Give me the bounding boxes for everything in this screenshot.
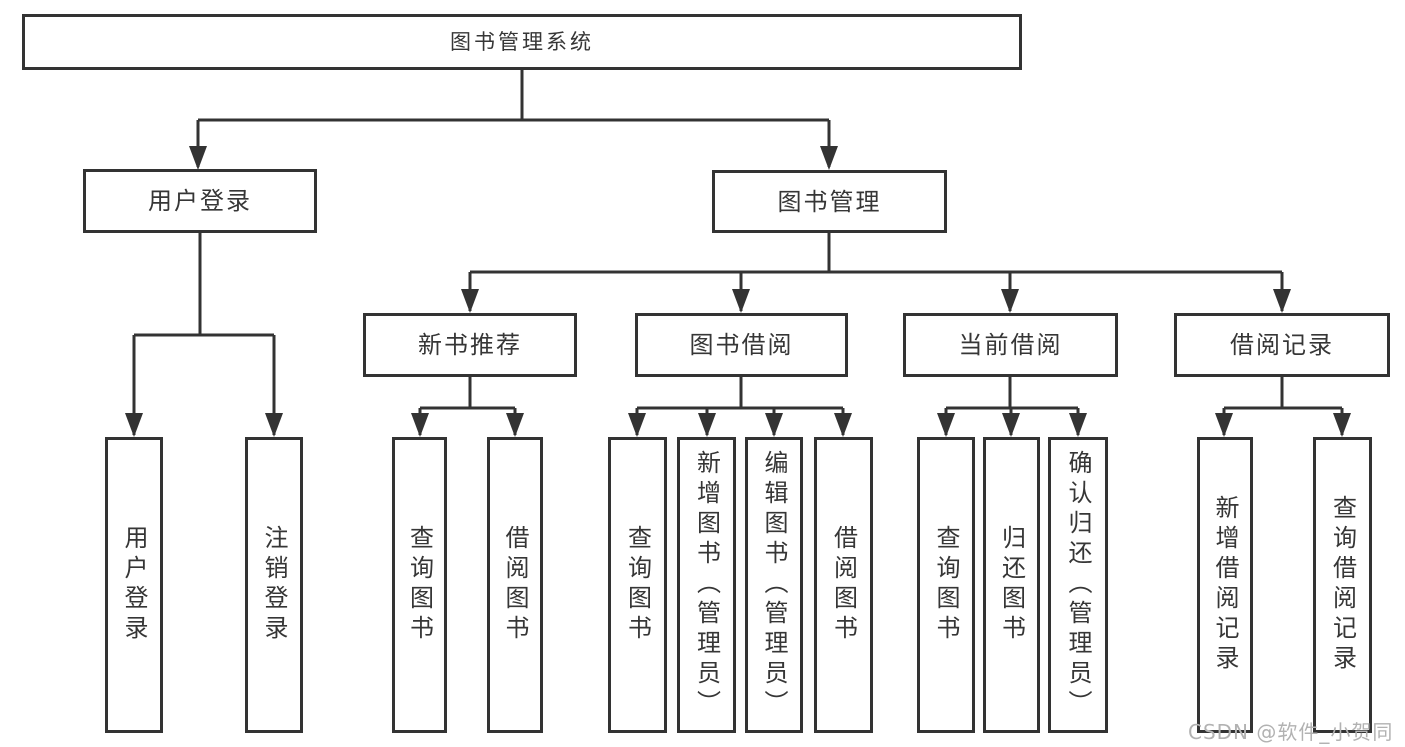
connector-new-books-to-leaves [418, 377, 517, 435]
arrowheads-borrow-records-to-leaves [1215, 413, 1351, 437]
leaf-records-add-borrow-record: 新增借阅记录 [1197, 437, 1253, 733]
node-current-borrowing: 当前借阅 [903, 313, 1118, 377]
arrowheads-root-to-branches [189, 146, 838, 170]
leaf-borrow-add-books-admin: 新增图书（管理员） [677, 437, 736, 733]
leaf-newbooks-borrow-books: 借阅图书 [487, 437, 543, 733]
leaf-newbooks-query-books: 查询图书 [392, 437, 447, 733]
leaf-current-query-books: 查询图书 [917, 437, 975, 733]
leaf-logout: 注销登录 [245, 437, 303, 733]
leaf-current-return-books: 归还图书 [983, 437, 1040, 733]
node-new-book-recommendation: 新书推荐 [363, 313, 577, 377]
node-user-login-branch: 用户登录 [83, 169, 317, 233]
leaf-borrow-borrow-books: 借阅图书 [814, 437, 873, 733]
leaf-borrow-edit-books-admin: 编辑图书（管理员） [745, 437, 803, 733]
connector-root-to-branches [196, 69, 831, 167]
connector-user-login-to-leaves [132, 233, 276, 435]
arrowheads-user-login-to-leaves [125, 413, 283, 437]
connector-book-borrow-to-leaves [635, 377, 845, 435]
connector-current-borrow-to-leaves [944, 377, 1080, 435]
leaf-borrow-query-books: 查询图书 [608, 437, 667, 733]
leaf-current-confirm-return-admin: 确认归还（管理员） [1048, 437, 1108, 733]
node-book-borrowing: 图书借阅 [635, 313, 848, 377]
leaf-user-login: 用户登录 [105, 437, 163, 733]
arrowheads-book-borrow-to-leaves [628, 413, 852, 437]
connector-borrow-records-to-leaves [1222, 377, 1344, 435]
leaf-records-query-borrow-record: 查询借阅记录 [1313, 437, 1372, 733]
csdn-watermark: CSDN @软件_小贺同学 [1188, 720, 1394, 744]
arrowheads-book-mgmt-to-submodules [461, 289, 1291, 313]
arrowheads-current-borrow-to-leaves [937, 413, 1087, 437]
node-borrowing-records: 借阅记录 [1174, 313, 1390, 377]
connector-book-mgmt-to-submodules [468, 233, 1284, 311]
arrowheads-new-books-to-leaves [411, 413, 524, 437]
node-book-management-branch: 图书管理 [712, 170, 947, 233]
node-root-book-management-system: 图书管理系统 [22, 14, 1022, 70]
